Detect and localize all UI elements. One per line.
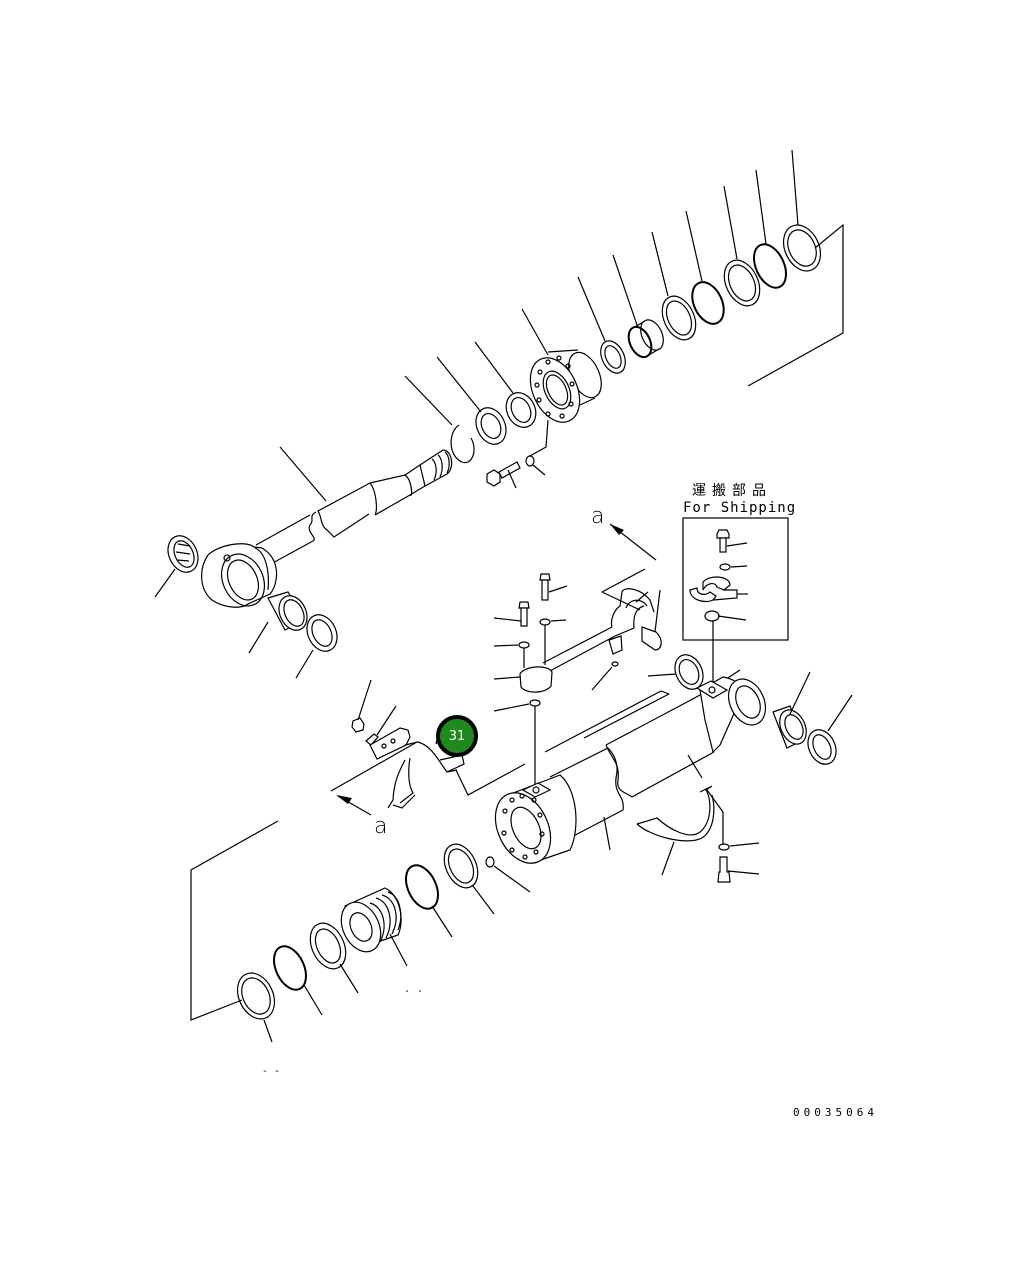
tube-flange — [493, 573, 568, 790]
cylinder-tube — [544, 669, 767, 851]
pipe-assembly — [542, 568, 662, 691]
piston-rod — [255, 341, 537, 566]
upper-kit-bracket — [747, 223, 844, 387]
pipe-band-right — [636, 785, 760, 883]
cylinder-head — [521, 308, 602, 457]
shipping-box — [682, 517, 789, 690]
view-label-a-upper: a — [591, 504, 605, 529]
head-bolt — [486, 455, 546, 489]
rod-eye — [201, 543, 278, 608]
view-label-a-lower: a — [374, 814, 388, 839]
callout-number: 31 — [448, 728, 466, 744]
view-arrow-upper — [609, 523, 657, 561]
rod-eye-seals — [154, 535, 338, 679]
callout-badge-31[interactable]: 31 — [436, 715, 478, 757]
lower-kit-bracket — [190, 820, 279, 1021]
pipe-clamp-left — [330, 679, 526, 809]
shipping-title-jp: 運搬部品 — [692, 483, 772, 499]
bottom-bearings — [647, 654, 853, 765]
view-arrow-lower — [336, 795, 372, 816]
upper-ring-set — [577, 149, 822, 374]
drawing-number: 00035064 — [793, 1106, 878, 1119]
shipping-title-en: For Shipping — [683, 500, 797, 516]
tube-end-flange — [485, 774, 577, 893]
piston-ring-set — [236, 843, 495, 1043]
bottom-fragment: - - — [262, 1066, 281, 1077]
